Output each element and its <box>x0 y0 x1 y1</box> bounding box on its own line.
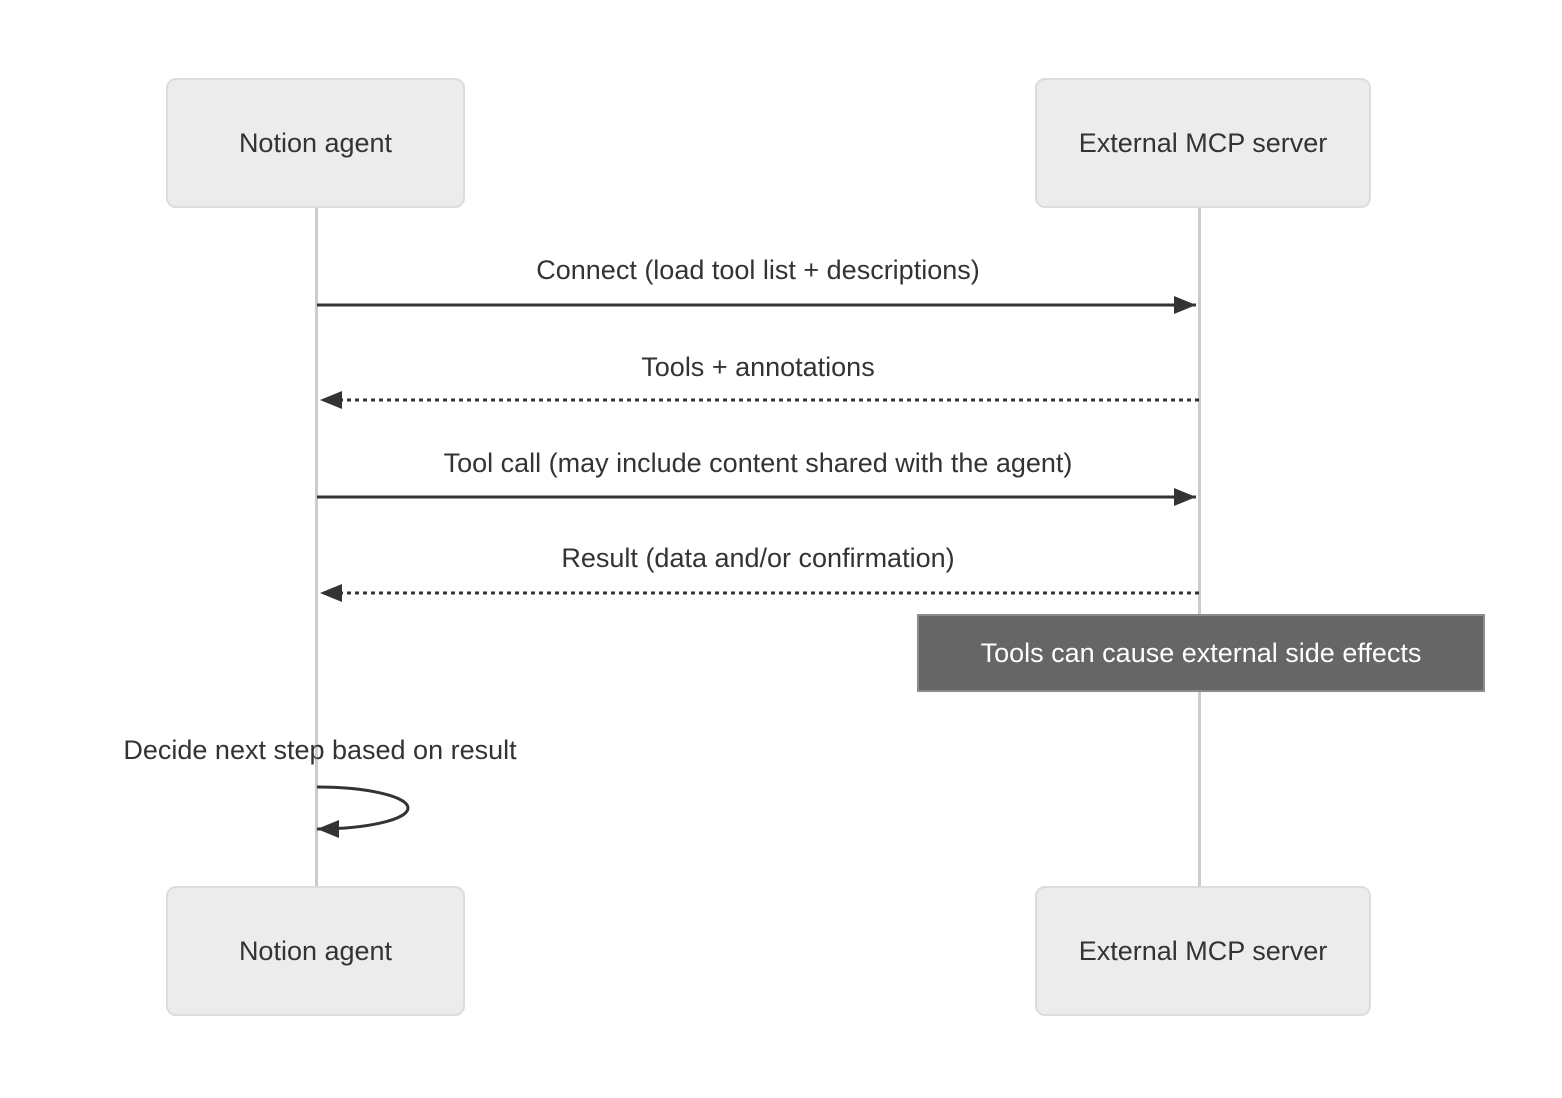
self-loop-arrow <box>316 785 410 838</box>
message-label-tool-call: Tool call (may include content shared wi… <box>443 448 1073 478</box>
actor-top-notion-agent: Notion agent <box>166 78 465 208</box>
actor-top-external-mcp-server: External MCP server <box>1035 78 1371 208</box>
message-label-result: Result (data and/or confirmation) <box>561 543 955 573</box>
actor-label: Notion agent <box>238 127 393 158</box>
message-label-tools-annotations: Tools + annotations <box>641 352 875 382</box>
self-message-label-decide-next-step: Decide next step based on result <box>123 735 517 765</box>
actor-label: Notion agent <box>238 935 393 966</box>
actor-label: External MCP server <box>1078 127 1328 158</box>
actor-bottom-notion-agent: Notion agent <box>166 886 465 1016</box>
message-label-connect: Connect (load tool list + descriptions) <box>536 255 980 285</box>
actor-label: External MCP server <box>1078 935 1328 966</box>
note-label: Tools can cause external side effects <box>980 637 1422 668</box>
note-tools-side-effects: Tools can cause external side effects <box>917 614 1485 692</box>
actor-bottom-external-mcp-server: External MCP server <box>1035 886 1371 1016</box>
